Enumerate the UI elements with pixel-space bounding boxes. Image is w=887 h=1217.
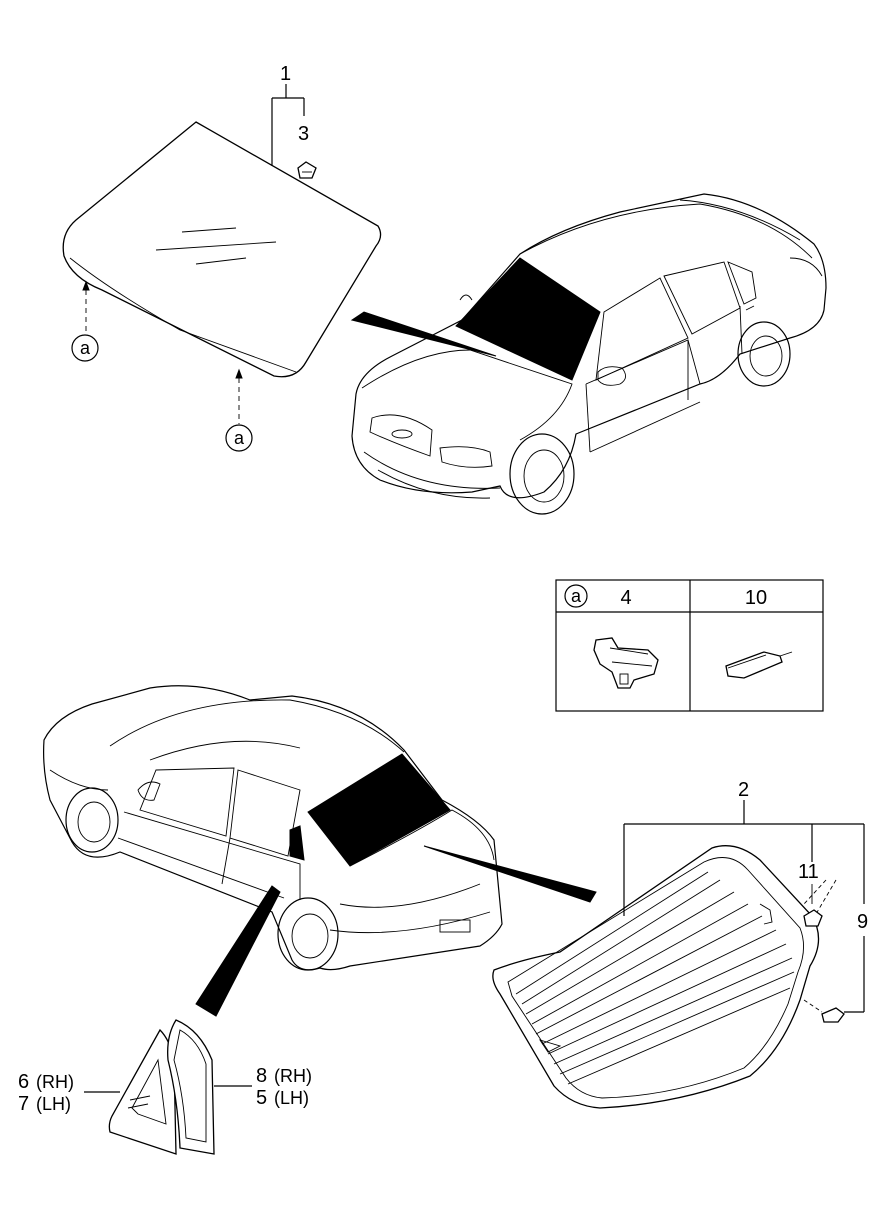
callout-6-side: (RH): [36, 1072, 74, 1092]
callout-8: 8: [256, 1065, 267, 1087]
callout-5: 5: [256, 1087, 267, 1109]
quarter-glass-pointer: [195, 885, 281, 1017]
callout-1-leader: [271, 84, 305, 166]
callout-7-side: (LH): [36, 1094, 71, 1114]
clip-part-9[interactable]: [803, 999, 845, 1023]
callout-8-side: (RH): [274, 1066, 312, 1086]
callout-2-leader: [623, 800, 865, 1013]
spacer-part-10-icon[interactable]: [725, 651, 793, 679]
legend-part-10: 10: [745, 587, 767, 609]
sedan-front-view: [351, 193, 827, 515]
callout-9: 9: [857, 911, 868, 933]
legend-part-4: 4: [620, 587, 631, 609]
callout-7: 7: [18, 1093, 29, 1115]
callout-5-side: (LH): [274, 1088, 309, 1108]
marker-a-bottom: a: [225, 368, 253, 452]
legend-marker-a: a: [571, 586, 582, 606]
quarter-glass-6-7[interactable]: [108, 1028, 177, 1155]
callout-3: 3: [298, 123, 309, 145]
legend-table: a 4 10: [555, 579, 824, 712]
marker-a-bottom-label: a: [234, 428, 245, 448]
windshield-glass[interactable]: [62, 121, 382, 378]
callout-1: 1: [280, 63, 291, 85]
callout-6: 6: [18, 1071, 29, 1093]
callout-2: 2: [738, 779, 749, 801]
marker-a-left-label: a: [80, 338, 91, 358]
rear-glass-pointer: [423, 845, 597, 903]
windshield-pointer: [350, 311, 497, 357]
clip-part-4-icon[interactable]: [593, 637, 659, 689]
callout-11: 11: [798, 861, 819, 883]
marker-a-left: a: [71, 280, 99, 362]
mirror-bracket-part[interactable]: [297, 161, 317, 179]
rear-window-glass[interactable]: [492, 845, 820, 1109]
clip-part-11[interactable]: [803, 909, 823, 927]
quarter-weatherstrip-8-5[interactable]: [167, 1019, 215, 1155]
sedan-rear-view: [43, 685, 503, 971]
